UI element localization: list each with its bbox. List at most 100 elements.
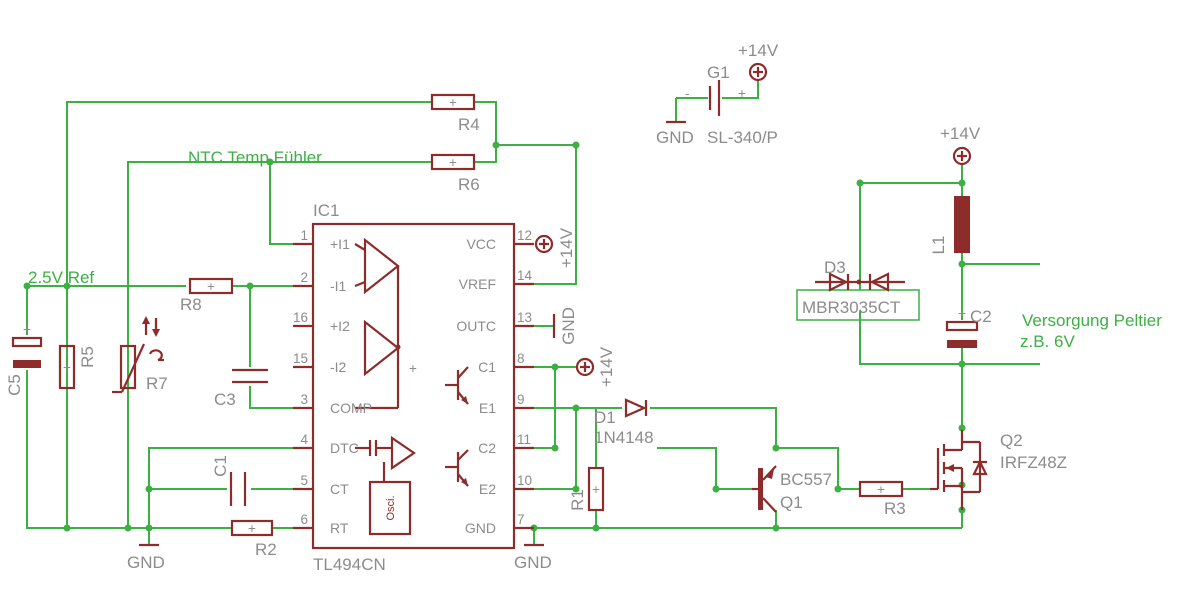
svg-text:+: + [958, 306, 966, 321]
ic-right-pin-number: 11 [517, 432, 531, 447]
resistor-r5: + R5 [58, 344, 97, 390]
ic-left-pin-name: RT [330, 520, 349, 536]
c5-label: C5 [5, 374, 24, 396]
svg-text:+: + [207, 279, 215, 294]
svg-text:+: + [877, 482, 885, 497]
transistor-q1: BC557 Q1 [752, 465, 832, 513]
ic1-value: TL494CN [313, 555, 386, 574]
ic-right-pin-number: 9 [517, 392, 525, 407]
svg-text:+: + [248, 521, 256, 536]
q1-value: BC557 [780, 470, 832, 489]
capacitor-c3: C3 [214, 368, 268, 409]
ic-right-pin-number: 14 [517, 268, 533, 283]
resistor-r4: + R4 [430, 93, 480, 134]
g1-plus: + [738, 86, 746, 101]
r3-label: R3 [884, 499, 906, 518]
net-label-peltier-voltage: z.B. 6V [1020, 332, 1075, 351]
diode-d1: D1 1N4148 [594, 398, 654, 447]
ic-left-pin-name: -I1 [330, 278, 347, 294]
ic-left-pin-name: +I1 [330, 236, 350, 252]
net-label-peltier: Versorgung Peltier [1022, 311, 1162, 330]
resistor-r7-ntc: R7 [112, 316, 168, 394]
ic-right-pin-name: VREF [459, 276, 496, 292]
v14-label-g1: +14V [738, 41, 779, 60]
r7-label: R7 [146, 374, 168, 393]
resistor-r2: + R2 [230, 519, 277, 559]
d1-value: 1N4148 [594, 428, 654, 447]
ic-left-pin-name: COMP [330, 400, 372, 416]
resistor-r8: + R8 [180, 277, 234, 314]
ic-left-pin-number: 6 [300, 512, 308, 527]
svg-text:+: + [449, 95, 457, 110]
v14-label-right: +14V [940, 124, 981, 143]
c2-label: C2 [970, 307, 992, 326]
r1-label: R1 [568, 489, 587, 511]
ic-left-pin-number: 16 [293, 310, 308, 325]
ic-right-pin-name: E1 [479, 400, 496, 416]
resistor-r3: + R3 [858, 480, 906, 518]
r8-label: R8 [180, 295, 202, 314]
ic1-name: IC1 [313, 201, 339, 220]
g1-value: SL-340/P [707, 128, 778, 147]
capacitor-c5: + C5 [5, 322, 43, 396]
q1-label: Q1 [780, 493, 803, 512]
ic-left-pin-name: +I2 [330, 318, 350, 334]
gnd-label-mid: GND [514, 553, 552, 572]
g1-minus: - [685, 86, 690, 101]
ic-left-pin-number: 2 [300, 270, 308, 285]
ic-right-pin-number: 12 [517, 228, 532, 243]
r2-label: R2 [255, 540, 277, 559]
d3-value: MBR3035CT [802, 298, 900, 317]
svg-text:+: + [449, 155, 457, 170]
v14-label-vcc: +14V [557, 227, 576, 268]
ic-right-pin-number: 13 [517, 310, 532, 325]
svg-text:+: + [592, 482, 600, 497]
ic-right-pin-name: GND [465, 520, 496, 536]
ic-left-pin-number: 4 [300, 432, 308, 447]
c3-label: C3 [214, 390, 236, 409]
inductor-l1: L1 [929, 196, 970, 254]
ic-right-pin-number: 7 [517, 512, 525, 527]
resistor-r6: + R6 [430, 153, 480, 194]
net-label-ntc: NTC Temp Fühler [188, 148, 322, 167]
ic-left-pin-number: 1 [300, 228, 308, 243]
svg-text:+: + [63, 360, 71, 375]
g1-label: G1 [707, 63, 730, 82]
capacitor-c1: C1 [211, 455, 247, 506]
r4-label: R4 [458, 115, 480, 134]
ic-left-pin-name: CT [330, 481, 349, 497]
osc-label: Osci. [385, 495, 397, 520]
ic-left-pin-number: 3 [300, 392, 308, 407]
ic-right-pin-name: C1 [478, 359, 496, 375]
ic-right-pin-number: 8 [517, 351, 525, 366]
v14-label-c1: +14V [597, 346, 616, 387]
ic-right-pin-name: VCC [466, 236, 496, 252]
q2-label: Q2 [1000, 431, 1023, 450]
l1-label: L1 [929, 236, 948, 255]
ic-plus-sign: + [409, 361, 417, 376]
supply-symbols: +14V +14V +14V +14V GND GND GND GND [127, 41, 981, 572]
ic-left-pin-number: 5 [300, 473, 308, 488]
d1-label: D1 [594, 408, 616, 427]
ic-right-pin-name: C2 [478, 440, 496, 456]
ic-right-pin-number: 10 [517, 473, 532, 488]
gnd-label-left: GND [127, 553, 165, 572]
junctions [23, 141, 966, 532]
resistor-r1: + R1 [568, 466, 605, 512]
ic1-tl494cn: Osci. + 1+I12-I116+I215-I23COMP4DTC5CT6R… [293, 201, 534, 574]
svg-text:+: + [23, 322, 31, 337]
gnd-label-g1: GND [656, 128, 694, 147]
capacitor-c2: + C2 [945, 306, 992, 348]
d3-label: D3 [824, 258, 846, 277]
ic-right-pin-name: E2 [479, 481, 496, 497]
ic-left-pin-number: 15 [293, 351, 308, 366]
q2-value: IRFZ48Z [1000, 453, 1067, 472]
r6-label: R6 [458, 175, 480, 194]
battery-g1: G1 - + SL-340/P [685, 63, 778, 147]
diode-d3: D3 MBR3035CT [796, 258, 920, 321]
ic-left-pin-name: -I2 [330, 359, 347, 375]
r5-label: R5 [78, 346, 97, 368]
ic-right-pin-name: OUTC [456, 318, 496, 334]
transistor-q2: Q2 IRFZ48Z [930, 430, 1067, 510]
